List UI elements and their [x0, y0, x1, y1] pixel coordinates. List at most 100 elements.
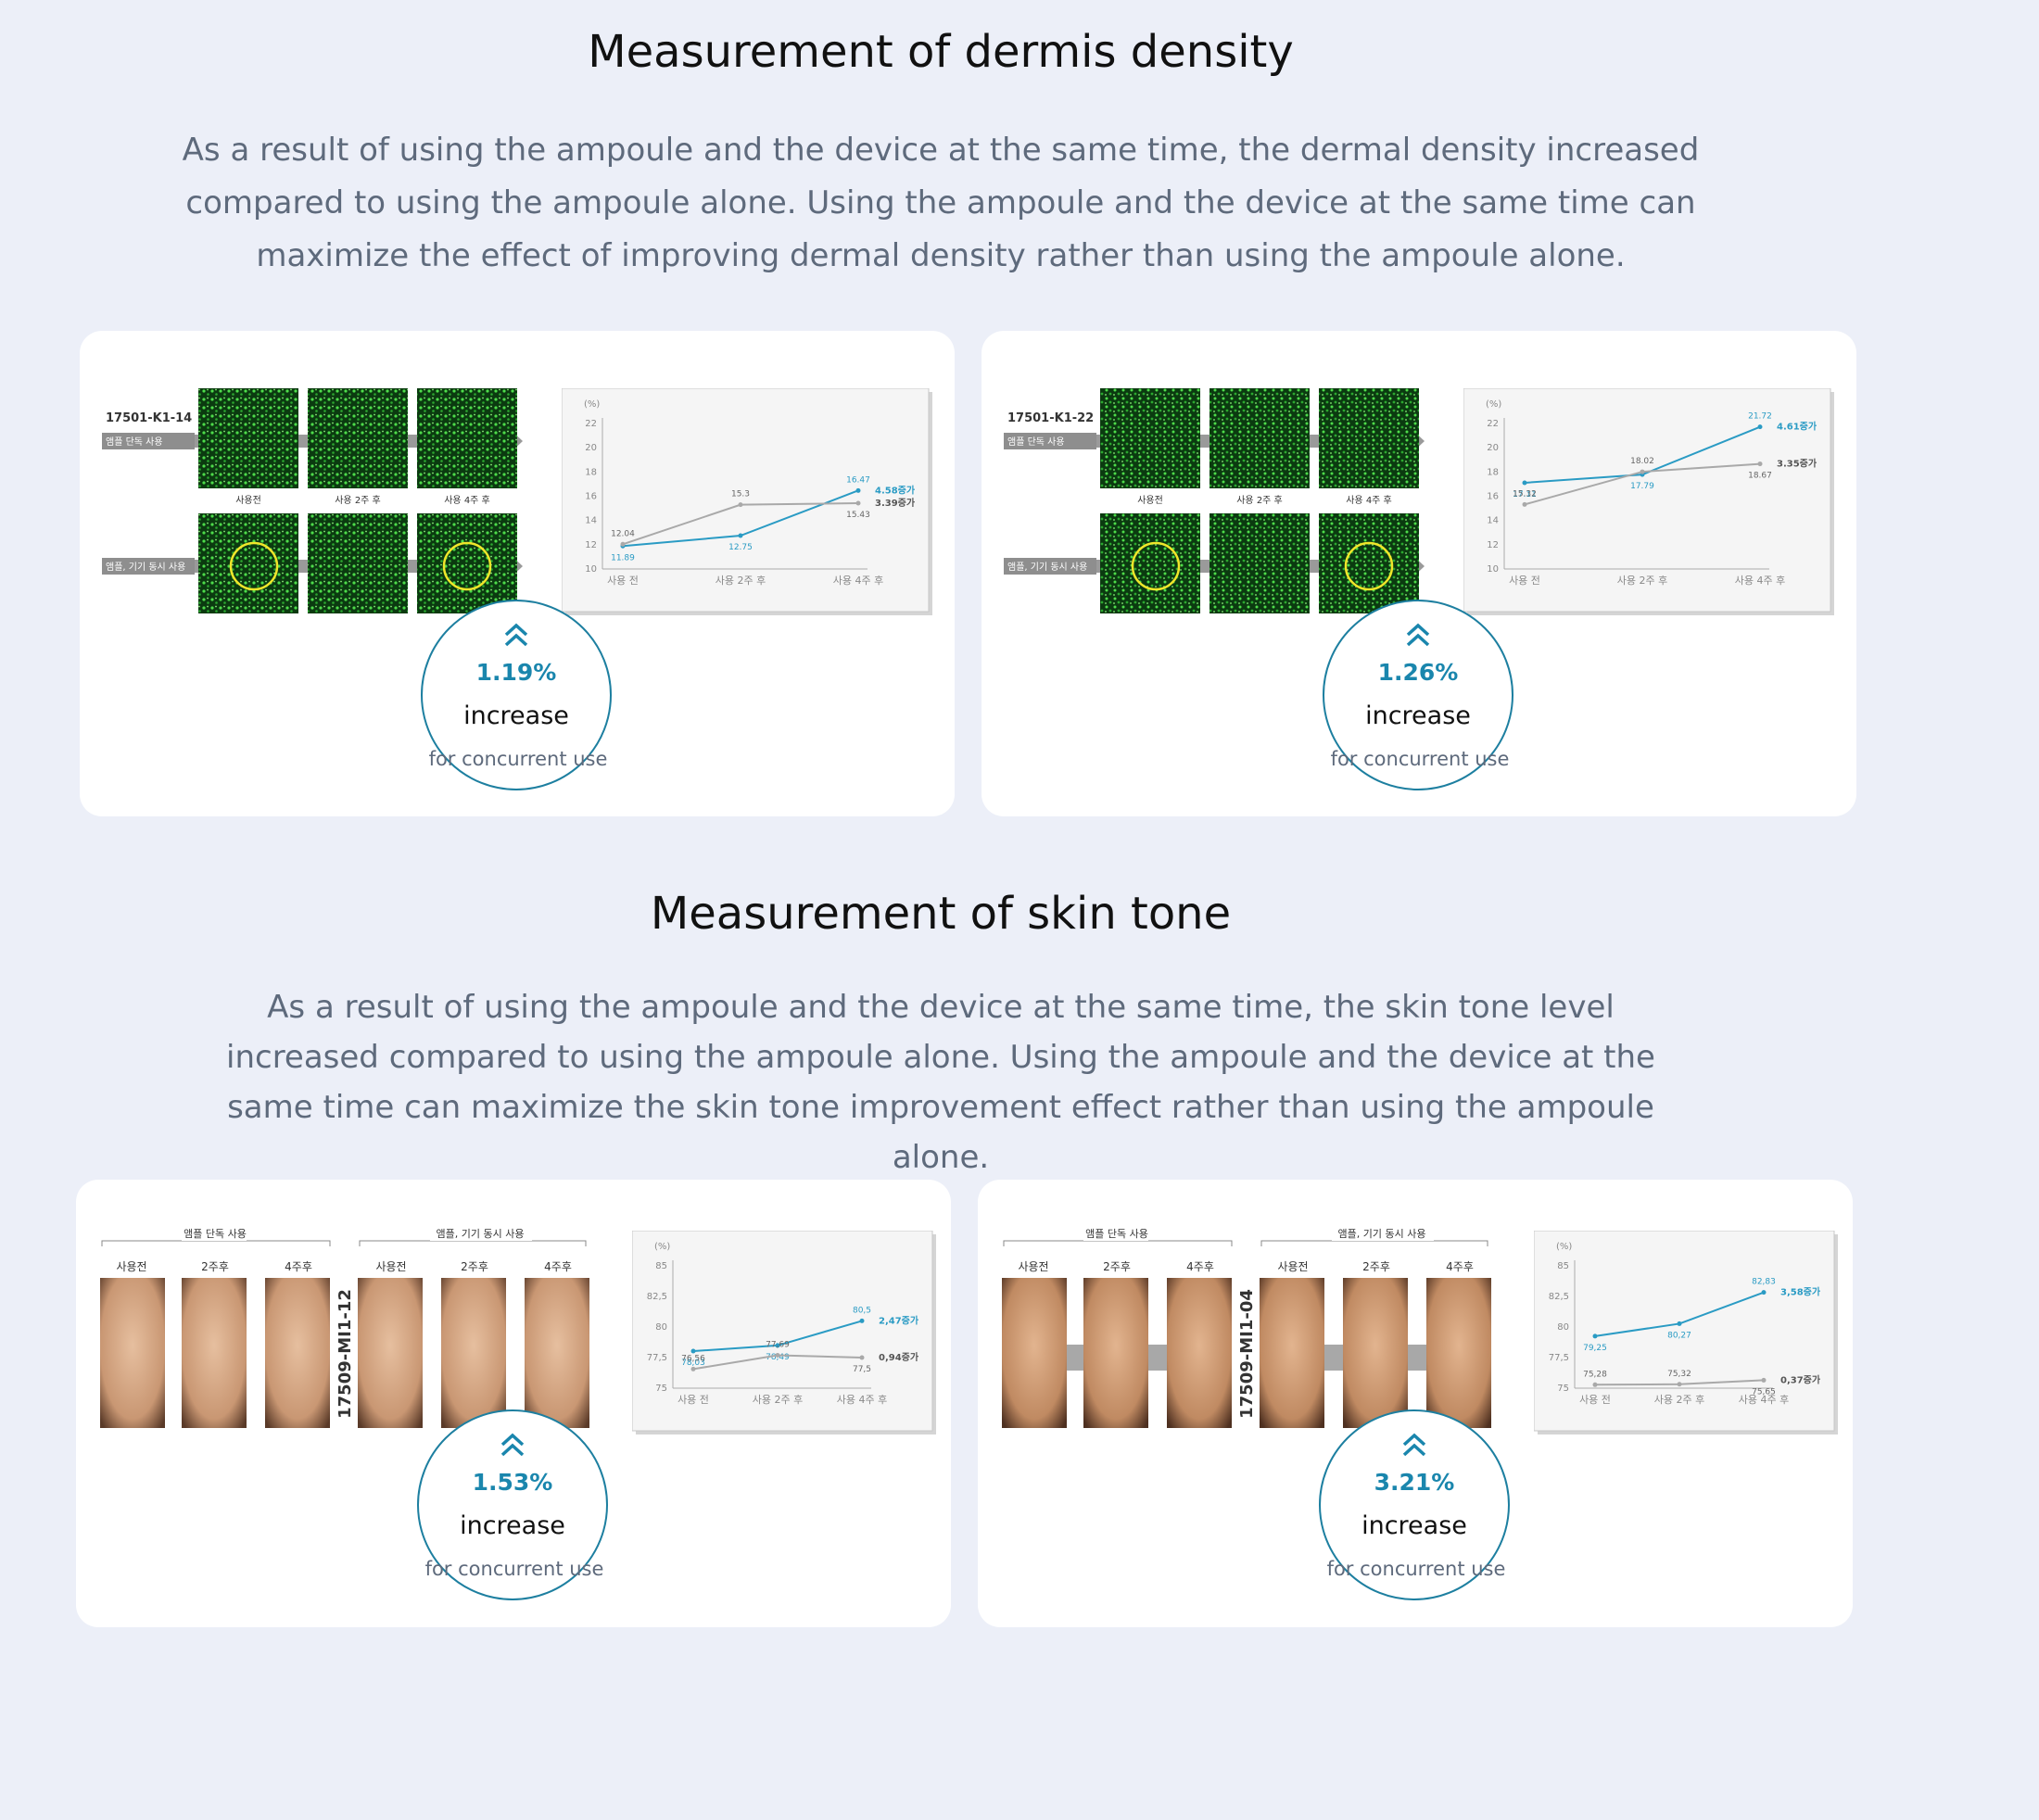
increase-subtext: for concurrent use	[424, 1558, 604, 1580]
y-tick-label: 22	[585, 419, 597, 429]
group-label-alone: 앰플 단독 사용	[1085, 1228, 1148, 1240]
increase-note: 2,47증가	[879, 1314, 919, 1326]
data-point	[1592, 1382, 1598, 1387]
increase-badge: 1.53% increase for concurrent use	[417, 1409, 608, 1600]
chart-frame	[1534, 1231, 1835, 1432]
y-axis-label: (%)	[1556, 1242, 1572, 1252]
increase-percent: 1.53%	[472, 1469, 553, 1496]
microscopy-image	[1209, 388, 1310, 488]
double-chevron-up-icon	[1402, 1433, 1426, 1457]
microscopy-image	[1100, 513, 1200, 613]
row-label-bar	[102, 433, 195, 449]
image-label: 사용 2주 후	[335, 495, 381, 506]
increase-note: 3.39증가	[875, 497, 916, 509]
x-tick-label: 사용 4주 후	[1735, 575, 1785, 587]
y-tick-label: 18	[585, 467, 597, 477]
y-tick-label: 12	[1487, 540, 1499, 550]
photo-label: 사용전	[1018, 1260, 1048, 1273]
increase-badge: 1.26% increase for concurrent use	[1323, 600, 1513, 790]
y-tick-label: 85	[1557, 1261, 1569, 1271]
increase-note: 0,37증가	[1780, 1373, 1821, 1385]
y-tick-label: 14	[585, 516, 597, 526]
face-photo	[1426, 1278, 1491, 1428]
y-tick-label: 80	[1557, 1322, 1569, 1333]
x-tick-label: 사용 전	[607, 575, 639, 587]
microscopy-image	[1319, 388, 1419, 488]
data-point	[775, 1343, 780, 1348]
highlight-circle	[229, 541, 279, 591]
skintone-photo-figure: 앰플 단독 사용 앰플, 기기 동시 사용 사용전 2주후 4주후 사용전 2주…	[100, 1228, 589, 1428]
y-tick-label: 20	[1487, 443, 1499, 453]
face-photo	[182, 1278, 247, 1428]
increase-label: increase	[1361, 1511, 1467, 1540]
x-tick-label: 사용 2주 후	[1654, 1394, 1704, 1406]
face-photo	[1002, 1278, 1067, 1428]
microscopy-image	[1209, 513, 1310, 613]
increase-percent: 3.21%	[1374, 1469, 1455, 1496]
subject-id: 17501-K1-22	[1007, 411, 1094, 425]
data-label: 75,28	[1583, 1370, 1607, 1379]
highlight-circle	[442, 541, 492, 591]
group-label-alone: 앰플 단독 사용	[184, 1228, 247, 1240]
data-label: 15.32	[1513, 489, 1537, 499]
x-tick-label: 사용 전	[1579, 1394, 1611, 1406]
dermis-title: Measurement of dermis density	[588, 26, 1294, 78]
x-tick-label: 사용 2주 후	[753, 1394, 803, 1406]
y-tick-label: 16	[585, 492, 597, 502]
dermis-microscopy-figure: 17501-K1-22 앰플 단독 사용 앰플, 기기 동시 사용 사용전 사용…	[1004, 388, 1425, 613]
y-tick-label: 22	[1487, 419, 1499, 429]
data-label: 82,83	[1752, 1278, 1776, 1287]
data-label: 18.02	[1630, 457, 1654, 466]
data-point	[855, 500, 861, 506]
increase-note: 3,58증가	[1780, 1286, 1821, 1298]
increase-note: 4.58증가	[875, 484, 916, 496]
increase-note: 0,94증가	[879, 1351, 919, 1363]
group-label-concurrent: 앰플, 기기 동시 사용	[437, 1228, 525, 1240]
dermis-card-1: 17501-K1-14 앰플 단독 사용 앰플, 기기 동시 사용 사용전 사용…	[80, 331, 955, 816]
x-tick-label: 사용 2주 후	[716, 575, 766, 587]
increase-badge: 1.19% increase for concurrent use	[421, 600, 612, 790]
increase-subtext: for concurrent use	[428, 748, 608, 770]
dermis-card-2: 17501-K1-22 앰플 단독 사용 앰플, 기기 동시 사용 사용전 사용…	[982, 331, 1856, 816]
photo-label: 사용전	[116, 1260, 146, 1273]
data-label: 76,56	[681, 1354, 705, 1363]
data-point	[1761, 1290, 1767, 1295]
y-tick-label: 10	[1487, 564, 1499, 575]
x-tick-label: 사용 4주 후	[837, 1394, 887, 1406]
y-tick-label: 16	[1487, 492, 1499, 502]
chart-frame	[632, 1231, 933, 1432]
photo-label: 2주후	[201, 1260, 229, 1273]
x-tick-label: 사용 전	[1509, 575, 1540, 587]
row-label-alone: 앰플 단독 사용	[1007, 436, 1065, 448]
face-photo	[1083, 1278, 1148, 1428]
image-label: 사용전	[1137, 495, 1163, 506]
x-tick-label: 사용 전	[678, 1394, 709, 1406]
row-label-concurrent: 앰플, 기기 동시 사용	[106, 562, 185, 573]
microscopy-image	[198, 388, 298, 488]
increase-note: 4.61증가	[1777, 421, 1817, 433]
y-tick-label: 77,5	[1549, 1353, 1569, 1363]
y-tick-label: 12	[585, 540, 597, 550]
data-label: 79,25	[1583, 1344, 1607, 1353]
data-label: 16.47	[846, 475, 870, 485]
increase-label: increase	[1365, 701, 1471, 730]
photo-label: 4주후	[285, 1260, 312, 1273]
photo-label: 4주후	[544, 1260, 572, 1273]
face-photo	[1167, 1278, 1232, 1428]
increase-percent: 1.19%	[475, 659, 557, 686]
data-point	[1522, 480, 1527, 486]
y-tick-label: 80	[655, 1322, 667, 1333]
data-point	[1522, 501, 1527, 507]
data-label: 80,27	[1667, 1331, 1691, 1340]
y-tick-label: 75	[655, 1384, 667, 1394]
subject-id: 17509-MI1-12	[336, 1289, 355, 1419]
data-label: 77,69	[766, 1340, 790, 1349]
data-label: 77,5	[853, 1365, 871, 1374]
photo-label: 4주후	[1186, 1260, 1214, 1273]
data-point	[855, 487, 861, 493]
chart-frame	[562, 388, 930, 613]
data-label: 11.89	[611, 553, 635, 562]
